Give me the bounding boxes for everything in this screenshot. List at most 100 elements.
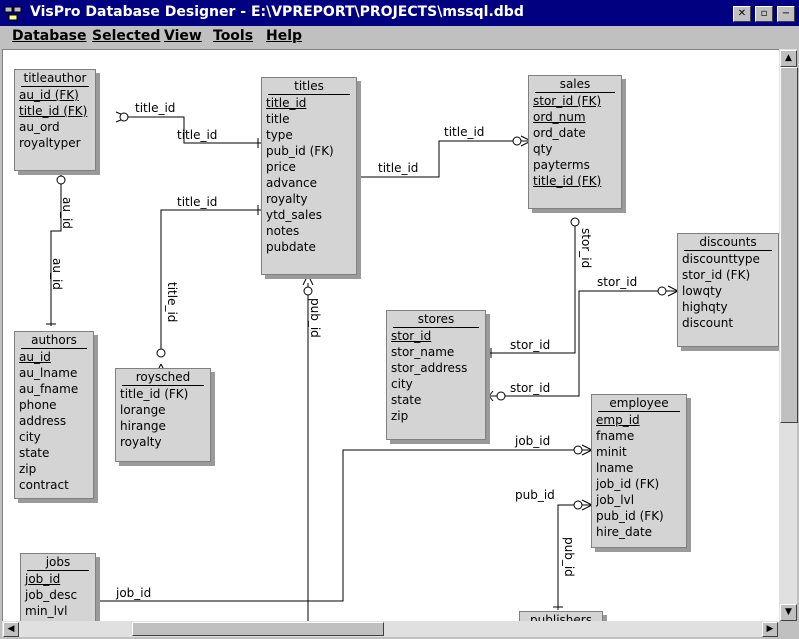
window-title: VisPro Database Designer - E:\VPREPORT\P… — [30, 4, 524, 20]
field-stor-id: stor_id (FK) — [682, 268, 751, 282]
table-employee[interactable]: employee emp_id fname minit lname job_id… — [591, 394, 687, 548]
field-royalty: royalty — [120, 435, 162, 449]
field-title-id: title_id (FK) — [19, 104, 88, 118]
field-royaltyper: royaltyper — [19, 136, 81, 150]
menu-tools[interactable]: Tools — [213, 28, 254, 44]
field-job-id: job_id (FK) — [596, 477, 660, 491]
field-lorange: lorange — [120, 403, 166, 417]
relation-label: title_id — [378, 161, 419, 175]
field-emp-id: emp_id — [596, 413, 640, 427]
scroll-left-icon[interactable]: ◀ — [3, 622, 19, 637]
field-job-id: job_id — [25, 572, 61, 586]
table-header: publishers — [526, 612, 596, 622]
field-advance: advance — [266, 176, 318, 190]
field-state: state — [391, 393, 422, 407]
relation-label: title_id — [444, 125, 485, 139]
table-publishers[interactable]: publishers — [519, 611, 603, 622]
menu-database[interactable]: Database — [12, 28, 87, 44]
relation-label: title_id — [177, 195, 218, 209]
horizontal-scroll-thumb[interactable] — [132, 622, 384, 636]
relation-label: stor_id — [597, 275, 638, 289]
field-stor-name: stor_name — [391, 345, 455, 359]
relation-label: stor_id — [510, 381, 551, 395]
title-bar[interactable]: VisPro Database Designer - E:\VPREPORT\P… — [0, 0, 799, 26]
field-lname: lname — [596, 461, 634, 475]
menu-selected[interactable]: Selected — [92, 28, 161, 44]
field-stor-id: stor_id (FK) — [533, 94, 602, 108]
table-header: sales — [535, 76, 615, 93]
menu-help[interactable]: Help — [266, 28, 303, 44]
relation-label: au_id — [60, 197, 74, 229]
horizontal-scrollbar[interactable]: ◀ ▶ — [2, 621, 778, 637]
field-royalty: royalty — [266, 192, 308, 206]
field-type: type — [266, 128, 293, 142]
maximize-icon[interactable]: ▫ — [755, 6, 773, 22]
field-contract: contract — [19, 478, 69, 492]
menu-view[interactable]: View — [164, 28, 202, 44]
field-notes: notes — [266, 224, 300, 238]
vertical-scroll-thumb[interactable] — [780, 67, 798, 423]
table-header: employee — [598, 395, 680, 412]
table-titleauthor[interactable]: titleauthor au_id (FK) title_id (FK) au_… — [14, 69, 96, 171]
field-state: state — [19, 446, 50, 460]
field-discount: discount — [682, 316, 734, 330]
diagram-canvas[interactable]: titleauthor au_id (FK) title_id (FK) au_… — [2, 49, 779, 622]
field-lowqty: lowqty — [682, 284, 722, 298]
field-ord-num: ord_num — [533, 110, 586, 124]
vertical-scrollbar[interactable]: ▲ ▼ — [779, 49, 798, 621]
table-sales[interactable]: sales stor_id (FK) ord_num ord_date qty … — [528, 75, 622, 209]
relation-label: au_id — [50, 258, 64, 290]
table-header: discounts — [684, 234, 772, 251]
table-discounts[interactable]: discounts discounttype stor_id (FK) lowq… — [677, 233, 779, 347]
field-stor-id: stor_id — [391, 329, 432, 343]
field-hire-date: hire_date — [596, 525, 653, 539]
field-fname: fname — [596, 429, 635, 443]
field-au-ord: au_ord — [19, 120, 60, 134]
table-header: titleauthor — [21, 70, 89, 87]
field-qty: qty — [533, 142, 553, 156]
relation-label: job_id — [515, 434, 551, 448]
table-roysched[interactable]: roysched title_id (FK) lorange hirange r… — [115, 368, 211, 462]
table-jobs[interactable]: jobs job_id job_desc min_lvl — [20, 553, 96, 622]
field-au-lname: au_lname — [19, 366, 78, 380]
minimize-icon[interactable]: − — [777, 6, 795, 22]
field-minit: minit — [596, 445, 627, 459]
menu-bar: Database Selected View Tools Help — [0, 26, 799, 48]
field-pubdate: pubdate — [266, 240, 316, 254]
field-address: address — [19, 414, 67, 428]
table-titles[interactable]: titles title_id title type pub_id (FK) p… — [261, 77, 357, 275]
field-title-id: title_id (FK) — [533, 174, 602, 188]
field-city: city — [391, 377, 413, 391]
relation-label: job_id — [116, 586, 152, 600]
relation-label: pub_id — [515, 488, 555, 502]
relation-label: title_id — [165, 282, 179, 323]
field-stor-address: stor_address — [391, 361, 468, 375]
table-header: jobs — [27, 554, 89, 571]
field-au-id: au_id (FK) — [19, 88, 79, 102]
table-header: roysched — [122, 369, 204, 386]
field-phone: phone — [19, 398, 57, 412]
field-job-desc: job_desc — [25, 588, 78, 602]
field-city: city — [19, 430, 41, 444]
field-price: price — [266, 160, 296, 174]
close-icon[interactable]: ✕ — [733, 6, 751, 22]
field-zip: zip — [19, 462, 37, 476]
relation-label: pub_id — [308, 298, 322, 338]
relation-label: stor_id — [579, 228, 593, 269]
table-authors[interactable]: authors au_id au_lname au_fname phone ad… — [14, 331, 94, 499]
relation-label: title_id — [135, 101, 176, 115]
scroll-up-icon[interactable]: ▲ — [780, 50, 797, 67]
field-au-fname: au_fname — [19, 382, 79, 396]
scroll-right-icon[interactable]: ▶ — [762, 622, 778, 637]
field-ytd-sales: ytd_sales — [266, 208, 322, 222]
table-header: stores — [393, 311, 479, 328]
relation-label: title_id — [177, 128, 218, 142]
field-highqty: highqty — [682, 300, 728, 314]
table-stores[interactable]: stores stor_id stor_name stor_address ci… — [386, 310, 486, 440]
scroll-down-icon[interactable]: ▼ — [780, 604, 797, 621]
field-au-id: au_id — [19, 350, 51, 364]
field-hirange: hirange — [120, 419, 166, 433]
field-title: title — [266, 112, 290, 126]
field-discounttype: discounttype — [682, 252, 760, 266]
